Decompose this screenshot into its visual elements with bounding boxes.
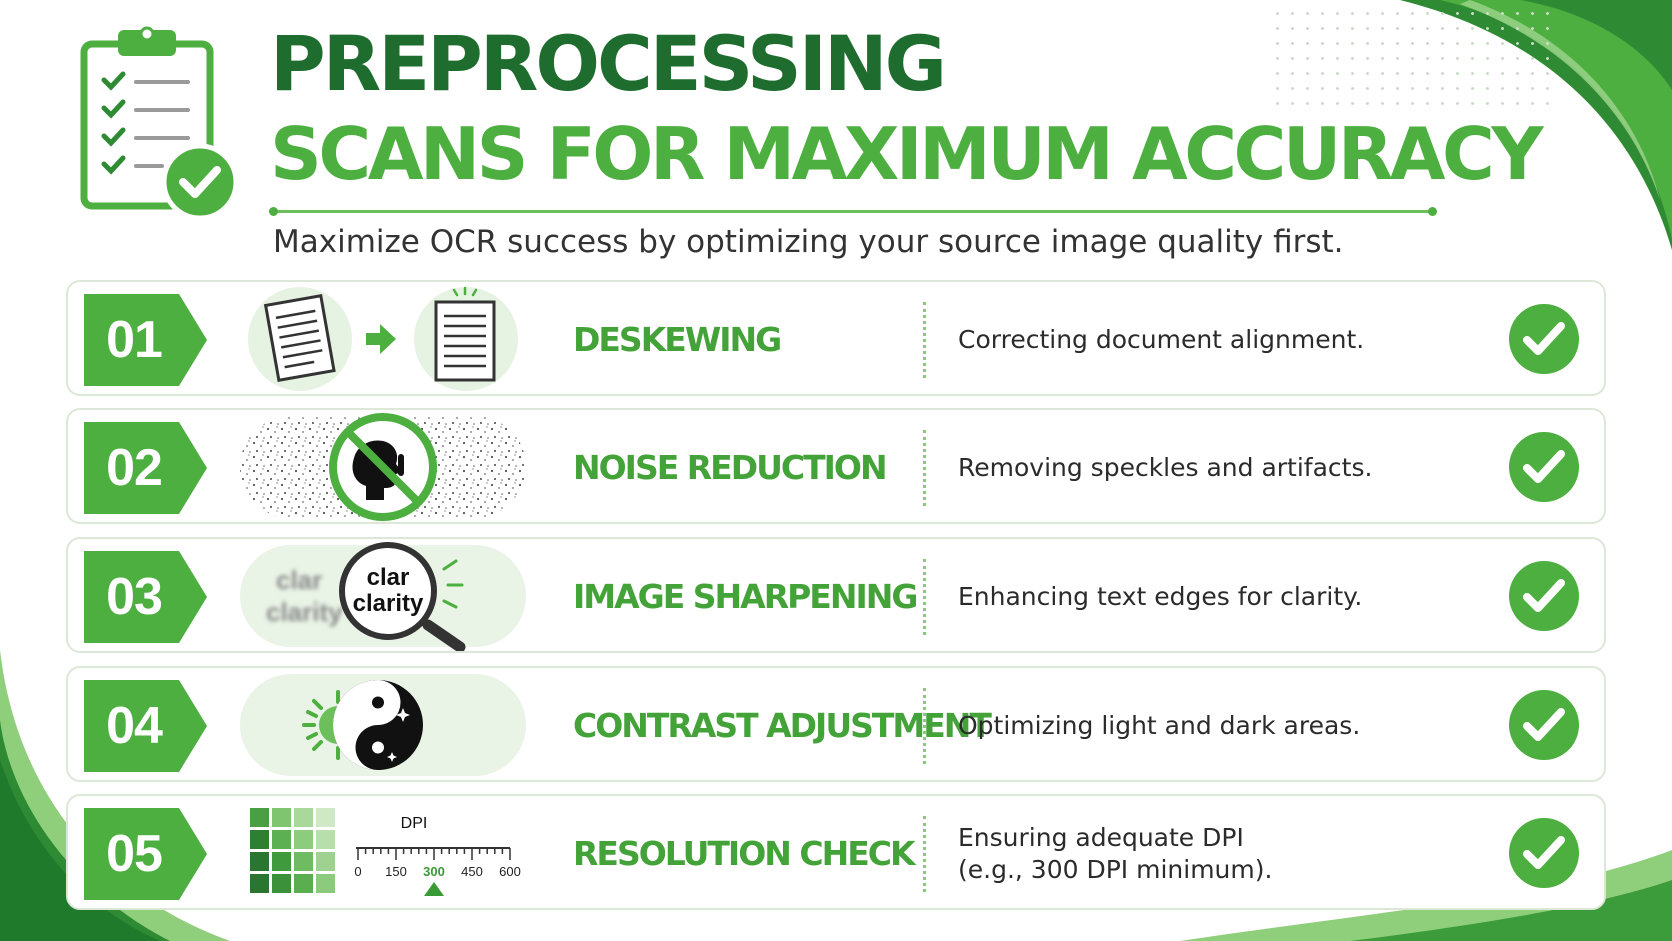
dotted-divider [923, 430, 926, 506]
step-row-contrast-adjustment: 04 CONTRAST ADJUSTMENT Optim [66, 666, 1606, 782]
page-title-secondary: SCANS FOR MAXIMUM ACCURACY [270, 112, 1544, 196]
step-number-badge: 05 [84, 808, 207, 900]
step-title: CONTRAST ADJUSTMENT [573, 706, 992, 745]
page-title: PREPROCESSING [270, 19, 947, 108]
dot-pattern-decoration [1270, 6, 1560, 106]
step-description: Optimizing light and dark areas. [958, 710, 1361, 740]
title-divider [269, 207, 1437, 216]
pixel-grid-icon [250, 808, 335, 893]
step-description: Enhancing text edges for clarity. [958, 581, 1363, 611]
ruler-tick-label: 150 [385, 864, 407, 879]
deskew-document-icon [238, 284, 528, 394]
check-icon [1508, 303, 1580, 375]
page-subtitle: Maximize OCR success by optimizing your … [273, 224, 1344, 260]
ruler-tick-label-highlighted: 300 [423, 864, 445, 879]
check-icon [1508, 689, 1580, 761]
ruler-label: DPI [401, 815, 428, 832]
step-description: Ensuring adequate DPI(e.g., 300 DPI mini… [958, 822, 1273, 885]
dotted-divider [923, 816, 926, 892]
dotted-divider [923, 302, 926, 378]
step-number-badge: 03 [84, 551, 207, 643]
step-title: NOISE REDUCTION [573, 448, 888, 487]
lens-text: clarity [353, 590, 424, 617]
step-number-badge: 04 [84, 680, 207, 772]
check-icon [1508, 560, 1580, 632]
step-row-image-sharpening: 03 clar clarity clar clarity [66, 537, 1606, 653]
ruler-tick-label: 0 [354, 864, 361, 879]
clipboard-checklist-icon [80, 22, 240, 222]
step-title: DESKEWING [573, 320, 782, 359]
dotted-divider [923, 559, 926, 635]
step-description: Correcting document alignment. [958, 324, 1365, 354]
step-title: IMAGE SHARPENING [573, 577, 918, 616]
ruler-marker [424, 882, 444, 896]
blurred-text: clar [276, 565, 322, 595]
step-number-badge: 02 [84, 422, 207, 514]
step-number-badge: 01 [84, 294, 207, 386]
check-icon [1508, 817, 1580, 889]
ruler-tick-label: 600 [499, 864, 521, 879]
sun-yin-yang-icon [238, 670, 528, 780]
dotted-divider [923, 688, 926, 764]
blurred-text: clarity [266, 597, 343, 627]
step-title: RESOLUTION CHECK [573, 834, 916, 873]
no-noise-icon [238, 412, 528, 522]
check-icon [1508, 431, 1580, 503]
magnifier-clarity-icon: clar clarity clar clarity [238, 541, 528, 653]
step-row-resolution-check: 05 DPI 0 150 300 450 600 [66, 794, 1606, 910]
step-row-noise-reduction: 02 NOISE REDUCTION Removing [66, 408, 1606, 524]
step-row-deskewing: 01 DESKEWING Correcting document alignme… [66, 280, 1606, 396]
lens-text: clar [367, 564, 410, 591]
step-description: Removing speckles and artifacts. [958, 452, 1373, 482]
ruler-tick-label: 450 [461, 864, 483, 879]
dpi-ruler-icon: DPI 0 150 300 450 600 [238, 798, 528, 908]
